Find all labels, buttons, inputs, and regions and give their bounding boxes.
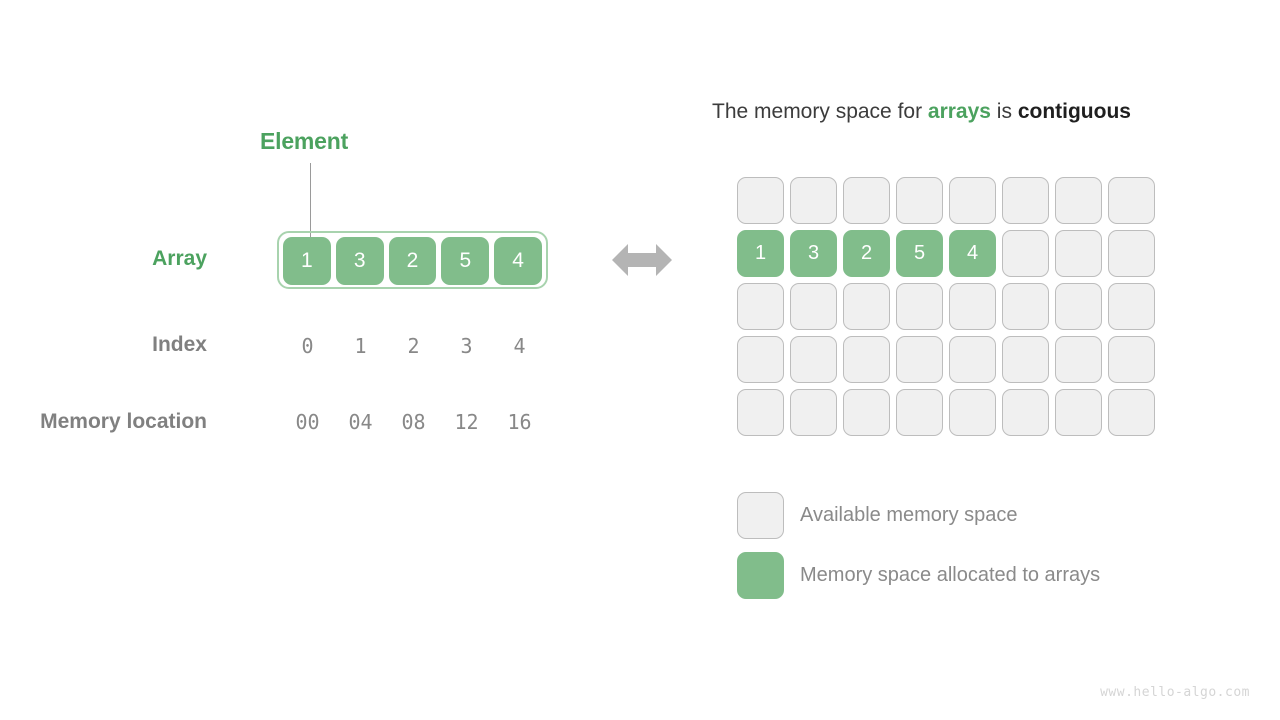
memory-location-values-row: 00 04 08 12 16: [281, 410, 546, 434]
memory-cell-free: [1055, 336, 1102, 383]
index-value: 2: [407, 334, 420, 358]
memory-cell-free: [1055, 230, 1102, 277]
memory-cell-free: [1108, 336, 1155, 383]
array-cell: 4: [494, 237, 542, 285]
array-cell: 3: [335, 237, 384, 285]
memory-cell-free: [1108, 230, 1155, 277]
memory-location-value: 04: [348, 410, 373, 434]
element-callout-connector-line: [310, 163, 311, 237]
memory-cell-allocated: 1: [737, 230, 784, 277]
legend-item: Memory space allocated to arrays: [737, 552, 1100, 599]
array-cell: 1: [283, 237, 331, 285]
legend-item: Available memory space: [737, 492, 1100, 539]
memory-layout-panel: The memory space for arrays is contiguou…: [700, 0, 1280, 720]
memory-grid-row: [737, 389, 1155, 436]
memory-cell-free: [843, 283, 890, 330]
memory-cell-free: [949, 177, 996, 224]
memory-cell-free: [1055, 177, 1102, 224]
memory-cell-free: [843, 389, 890, 436]
memory-cell-allocated: 5: [896, 230, 943, 277]
element-callout-label: Element: [260, 128, 349, 154]
watermark: www.hello-algo.com: [1100, 685, 1250, 700]
memory-cell-free: [949, 336, 996, 383]
memory-cell-allocated: 3: [790, 230, 837, 277]
bidirectional-arrow-icon: [612, 240, 672, 285]
array-row-label: Array: [152, 247, 207, 270]
memory-cell-free: [790, 389, 837, 436]
array-cell: 2: [388, 237, 437, 285]
memory-cell-free: [790, 177, 837, 224]
index-row-label: Index: [152, 333, 207, 356]
memory-cell-free: [1108, 283, 1155, 330]
memory-cell-free: [790, 283, 837, 330]
memory-cell-free: [1002, 283, 1049, 330]
memory-cell-free: [1002, 336, 1049, 383]
memory-cell-free: [1002, 230, 1049, 277]
memory-cell-free: [896, 177, 943, 224]
memory-grid-row: [737, 177, 1155, 224]
memory-location-value: 00: [295, 410, 320, 434]
memory-cell-free: [1108, 389, 1155, 436]
memory-cell-free: [737, 336, 784, 383]
memory-title-arrays: arrays: [927, 100, 991, 123]
memory-location-value: 12: [454, 410, 479, 434]
memory-title: The memory space for arrays is contiguou…: [712, 100, 1131, 124]
index-value: 1: [354, 334, 367, 358]
memory-cell-free: [790, 336, 837, 383]
memory-cell-free: [1055, 389, 1102, 436]
legend-label: Available memory space: [800, 504, 1018, 526]
legend-label: Memory space allocated to arrays: [800, 564, 1101, 586]
memory-cell-free: [949, 283, 996, 330]
memory-cell-allocated: 2: [843, 230, 890, 277]
index-value: 0: [301, 334, 314, 358]
memory-title-part1: The memory space for: [712, 100, 928, 123]
memory-cell-free: [737, 389, 784, 436]
legend-swatch-free: [737, 492, 784, 539]
memory-cell-free: [1002, 177, 1049, 224]
memory-cell-free: [737, 177, 784, 224]
memory-cell-free: [896, 283, 943, 330]
memory-cell-free: [896, 389, 943, 436]
index-value: 4: [513, 334, 526, 358]
memory-title-contiguous: contiguous: [1017, 100, 1131, 123]
memory-grid-row: [737, 283, 1155, 330]
memory-cell-allocated: 4: [949, 230, 996, 277]
memory-location-value: 16: [507, 410, 532, 434]
memory-title-part2: is: [990, 100, 1018, 123]
legend-swatch-allocated: [737, 552, 784, 599]
memory-grid-row: [737, 336, 1155, 383]
memory-cell-free: [843, 336, 890, 383]
memory-cell-free: [1108, 177, 1155, 224]
memory-cell-free: [1002, 389, 1049, 436]
memory-location-value: 08: [401, 410, 426, 434]
memory-cell-free: [737, 283, 784, 330]
memory-cell-free: [896, 336, 943, 383]
index-value: 3: [460, 334, 473, 358]
memory-location-row-label: Memory location: [40, 410, 207, 433]
index-values-row: 0 1 2 3 4: [281, 334, 546, 358]
memory-cell-free: [843, 177, 890, 224]
memory-cell-free: [1055, 283, 1102, 330]
array-cell: 5: [441, 237, 490, 285]
memory-cell-free: [949, 389, 996, 436]
